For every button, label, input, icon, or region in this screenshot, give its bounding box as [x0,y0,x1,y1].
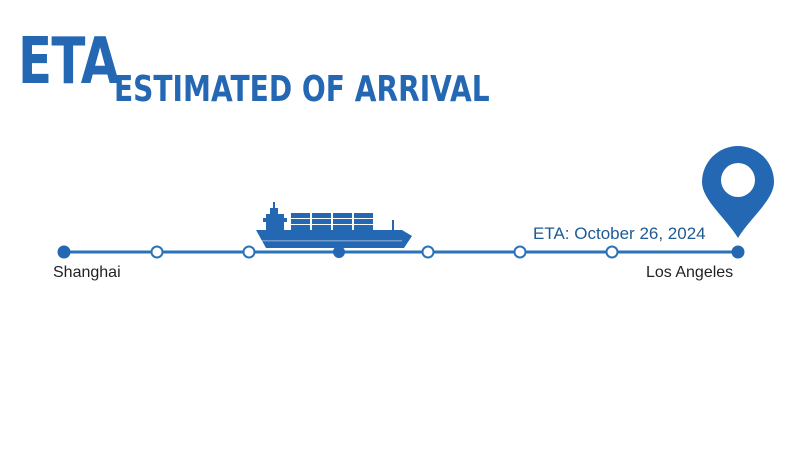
destination-label: Los Angeles [646,264,734,281]
origin-label: Shanghai [53,264,121,281]
waypoint-marker [513,245,527,259]
cargo-ship-icon [256,202,412,248]
waypoint-marker [150,245,164,259]
current-position-marker [333,246,345,258]
waypoint-marker [605,245,619,259]
destination-marker [731,245,745,259]
page-subtitle: ESTIMATED OF ARRIVAL [114,69,490,110]
waypoint-marker [421,245,435,259]
eta-date-label: ETA: October 26, 2024 [533,224,706,243]
page-title: ETA [18,25,119,99]
waypoint-marker [242,245,256,259]
origin-marker [57,245,71,259]
map-pin-icon [702,146,774,238]
